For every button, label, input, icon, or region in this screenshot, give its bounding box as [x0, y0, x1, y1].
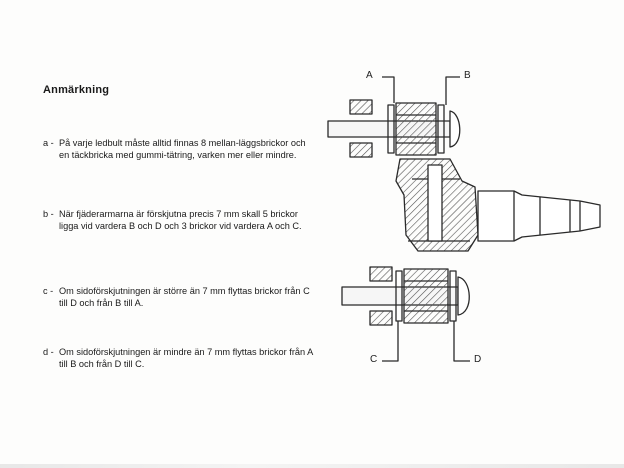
- stub-axle-drawing: [327, 76, 601, 362]
- note-b: b - När fjäderarmarna är förskjutna prec…: [43, 208, 313, 232]
- label-a: A: [366, 70, 373, 81]
- note-d: d - Om sidoförskjutningen är mindre än 7…: [43, 346, 313, 370]
- spindle: [477, 190, 601, 242]
- leader-a: [382, 76, 395, 103]
- note-a-key: a -: [43, 138, 54, 148]
- leader-c: [382, 321, 399, 362]
- leader-d: [453, 321, 470, 362]
- note-c-key: c -: [43, 286, 54, 296]
- label-b: B: [464, 70, 471, 81]
- note-a-text: På varje ledbult måste alltid finnas 8 m…: [59, 138, 306, 160]
- upper-nut-lower: [349, 142, 373, 158]
- note-a: a - På varje ledbult måste alltid finnas…: [43, 137, 313, 161]
- lower-nut: [369, 266, 393, 282]
- note-d-key: d -: [43, 347, 54, 357]
- upper-bolt-head: [449, 110, 461, 148]
- upper-bush: [395, 102, 437, 156]
- heading: Anmärkning: [43, 84, 110, 96]
- label-c: C: [370, 354, 378, 365]
- lower-washers-d: [449, 270, 457, 322]
- upper-washers-b: [437, 104, 445, 154]
- lower-bush: [403, 268, 449, 324]
- note-c-text: Om sidoförskjutningen är större än 7 mm …: [59, 286, 310, 308]
- upper-washers-a: [387, 104, 395, 154]
- leader-b: [445, 76, 460, 105]
- note-b-text: När fjäderarmarna är förskjutna precis 7…: [59, 209, 302, 231]
- label-d: D: [474, 354, 482, 365]
- lower-washers-c: [395, 270, 403, 322]
- stub-axle-diagram: A B C D: [300, 55, 624, 375]
- lower-nut-lower: [369, 310, 393, 326]
- note-b-key: b -: [43, 209, 54, 219]
- upper-nut: [349, 99, 373, 115]
- note-d-text: Om sidoförskjutningen är mindre än 7 mm …: [59, 347, 313, 369]
- page-edge: [0, 464, 624, 468]
- note-c: c - Om sidoförskjutningen är större än 7…: [43, 285, 313, 309]
- lower-bolt-head: [457, 276, 470, 316]
